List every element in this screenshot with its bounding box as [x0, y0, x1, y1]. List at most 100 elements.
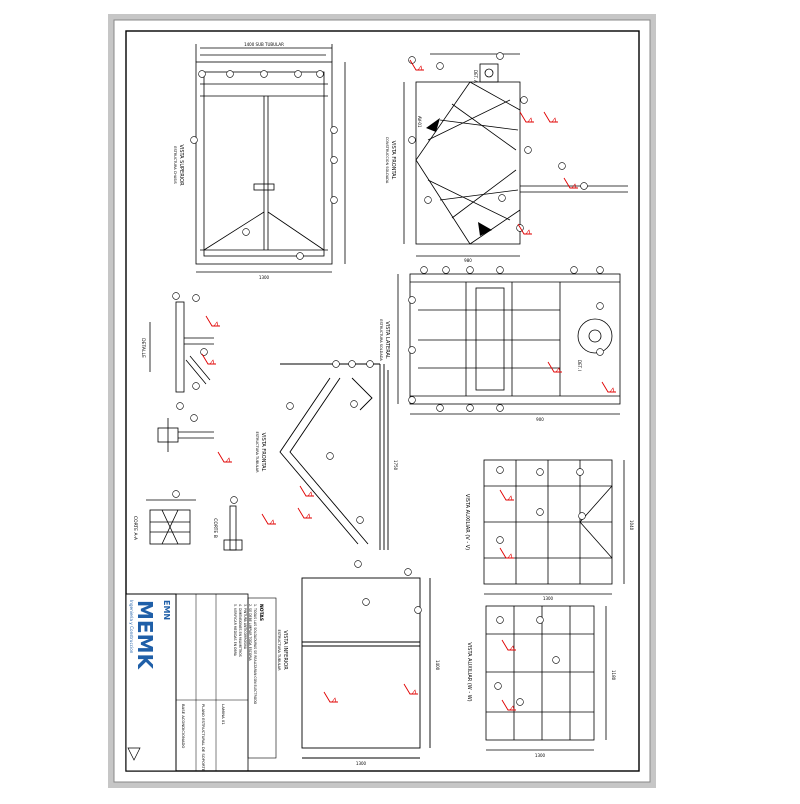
part-balloon — [466, 266, 474, 274]
part-balloon — [330, 156, 338, 164]
part-balloon — [362, 598, 370, 606]
weld-triangle-icon — [571, 183, 577, 189]
part-balloon — [176, 402, 184, 410]
weld-triangle-icon — [525, 229, 531, 235]
weld-triangle-icon — [551, 117, 557, 123]
lower-view-dim-side: 1400 — [435, 660, 440, 671]
part-balloon — [516, 698, 524, 706]
part-balloon — [366, 360, 374, 368]
weld-triangle-icon — [555, 367, 561, 373]
aux-view-2-label: VISTA AUXILIAR (W - W) — [466, 642, 472, 701]
weld-triangle-icon — [507, 553, 513, 559]
part-balloon — [520, 96, 528, 104]
part-balloon — [552, 656, 560, 664]
part-balloon — [408, 296, 416, 304]
front-view-sub: CONSTRUCCION SOLDADA — [385, 137, 389, 184]
part-balloon — [408, 396, 416, 404]
part-balloon — [496, 616, 504, 624]
part-balloon — [536, 616, 544, 624]
front-frame-label: VISTA FRONTAL — [260, 433, 266, 472]
part-balloon — [536, 468, 544, 476]
part-balloon — [494, 682, 502, 690]
part-balloon — [190, 414, 198, 422]
top-view-dim-total: 1400 SUB TUBULAR — [244, 42, 284, 47]
part-balloon — [442, 266, 450, 274]
part-balloon — [408, 56, 416, 64]
brand-logo-text: MEMK — [133, 600, 157, 670]
lower-view-dim-bottom: 1300 — [356, 761, 367, 766]
front-view: 980 VISTA FRONTAL CONSTRUCCION SOLDADA D… — [385, 53, 628, 263]
part-balloon — [350, 400, 358, 408]
part-balloon — [172, 490, 180, 498]
brand-short: EMN — [162, 600, 171, 620]
part-balloon — [286, 402, 294, 410]
part-balloon — [348, 360, 356, 368]
front-frame-sub: ESTRUCTURA TUBULAR — [255, 431, 259, 473]
part-balloon — [316, 70, 324, 78]
part-balloon — [596, 348, 604, 356]
part-balloon — [496, 266, 504, 274]
note-line-4: 4. DIMENSIONES EN MILIMETROS — [238, 604, 242, 657]
part-balloon — [436, 404, 444, 412]
part-balloon — [576, 468, 584, 476]
part-balloon — [192, 294, 200, 302]
weld-triangle-icon — [417, 65, 423, 71]
front-view-detail: DET. A — [473, 70, 478, 83]
aux-view-2: 1300 1180 VISTA AUXILIAR (W - W) — [466, 605, 616, 758]
weld-triangle-icon — [507, 495, 513, 501]
side-view-sub: ESTRUCTURA SOLDADA — [379, 319, 383, 361]
lower-view: 1300 1400 VISTA INFERIOR ESTRUCTURA TUBU… — [277, 577, 440, 766]
weld-triangle-icon — [609, 387, 615, 393]
side-view-detail: DET. I — [577, 360, 582, 371]
part-balloon — [436, 62, 444, 70]
part-balloon — [408, 346, 416, 354]
aux-view-2-dim-bottom: 1300 — [535, 753, 546, 758]
part-balloon — [230, 496, 238, 504]
front-frame-dim: 1750 — [393, 460, 398, 471]
part-balloon — [330, 126, 338, 134]
lower-view-label: VISTA INFERIOR — [282, 630, 288, 670]
part-balloon — [424, 196, 432, 204]
note-line-3: 3. PINTURA ANTICORROSIVA — [243, 604, 247, 650]
aux-view-1-dim-bottom: 1300 — [543, 596, 554, 601]
part-balloon — [192, 382, 200, 390]
weld-triangle-icon — [225, 457, 231, 463]
title-block: MEMK Ingenieria y Construccion EMN BASE … — [125, 593, 249, 772]
part-balloon — [596, 302, 604, 310]
part-balloon — [260, 70, 268, 78]
front-view-section: AV-01 — [417, 116, 422, 128]
top-view-sub: ESTRUCTURA CHASIS — [173, 146, 177, 184]
part-balloon — [466, 404, 474, 412]
projection-symbol-icon — [127, 747, 141, 761]
part-balloon — [498, 194, 506, 202]
part-balloon — [570, 266, 578, 274]
notes-title: NOTAS — [258, 604, 264, 621]
side-view-label: VISTA LATERAL — [384, 321, 390, 359]
lower-view-sub: ESTRUCTURA TUBULAR — [277, 629, 281, 671]
drawing-border — [125, 30, 640, 772]
part-balloon — [580, 182, 588, 190]
aux-view-1: 1300 1040 VISTA AUXILIAR (V - V) — [464, 459, 634, 601]
weld-triangle-icon — [269, 519, 275, 525]
part-balloon — [496, 52, 504, 60]
part-balloon — [496, 404, 504, 412]
front-view-label: VISTA FRONTAL — [390, 141, 396, 180]
front-frame-view: 1750 VISTA FRONTAL ESTRUCTURA TUBULAR — [255, 363, 398, 550]
title-drawing: PLANO ESTRUCTURAL DE SOPORTE — [201, 704, 206, 772]
part-balloon — [420, 266, 428, 274]
title-sheet-code: LAMINA 01 — [221, 704, 226, 725]
paper-sheet — [113, 19, 651, 783]
detail-c-label: CORTE B — [212, 518, 218, 538]
note-line-1: 1. TODAS LAS SOLDADURAS SE REALIZARAN CO… — [253, 604, 257, 705]
title-project: BASE ACONDICIONADO — [181, 704, 186, 748]
side-view: 900 VISTA LATERAL ESTRUCTURA SOLDADA DET… — [379, 273, 621, 422]
part-balloon — [558, 162, 566, 170]
part-balloon — [524, 146, 532, 154]
part-balloon — [294, 70, 302, 78]
detail-b-label: CORTE A-A — [132, 516, 138, 541]
part-balloon — [356, 516, 364, 524]
weld-triangle-icon — [509, 645, 515, 651]
weld-triangle-icon — [331, 697, 337, 703]
detail-views: DETALLE CORTE A-A CORTE B — [132, 301, 243, 551]
front-view-dim-bottom: 980 — [464, 258, 472, 263]
